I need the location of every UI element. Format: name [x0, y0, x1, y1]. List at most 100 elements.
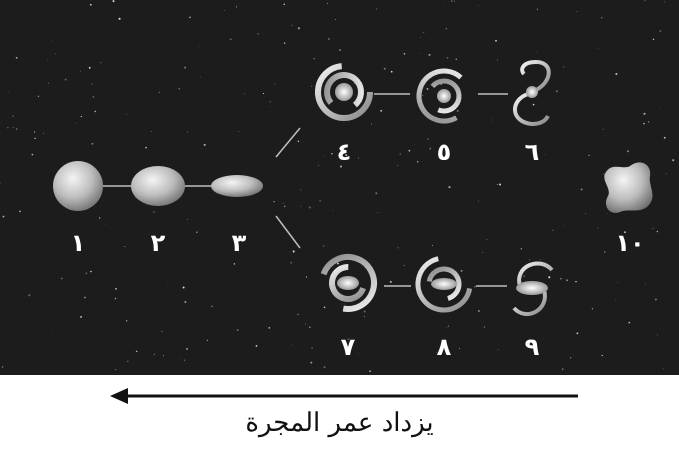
star	[105, 223, 106, 225]
star	[563, 66, 565, 68]
star	[453, 0, 455, 2]
star	[436, 351, 438, 353]
star	[377, 212, 379, 214]
star	[269, 106, 271, 107]
star	[300, 205, 302, 207]
star	[180, 358, 182, 360]
star	[297, 27, 300, 30]
star	[91, 83, 93, 85]
star	[153, 353, 155, 355]
star	[496, 184, 498, 185]
star	[292, 250, 295, 253]
label-galaxy-6: ٦	[525, 138, 540, 166]
star	[456, 109, 459, 112]
star	[482, 252, 483, 254]
star	[88, 66, 91, 69]
star	[426, 87, 429, 90]
star	[47, 82, 49, 84]
star	[544, 154, 546, 155]
label-galaxy-1: ١	[71, 229, 86, 257]
star	[274, 83, 276, 85]
star	[19, 210, 21, 213]
star	[283, 42, 286, 44]
star	[628, 321, 631, 324]
star	[291, 24, 293, 26]
star	[51, 40, 53, 42]
star	[413, 143, 415, 145]
star	[12, 115, 14, 117]
star	[80, 315, 83, 318]
star	[601, 354, 603, 357]
star	[60, 277, 63, 280]
star	[455, 58, 458, 60]
star	[64, 78, 67, 81]
star	[445, 28, 448, 30]
star	[153, 211, 155, 213]
star	[233, 263, 236, 265]
star	[584, 213, 587, 215]
star	[313, 58, 315, 60]
galaxy-6-spiral	[513, 59, 551, 127]
star	[459, 348, 461, 349]
star	[448, 186, 451, 189]
star	[375, 8, 378, 10]
star	[446, 56, 449, 59]
star	[236, 329, 239, 331]
star	[432, 245, 433, 247]
star	[442, 145, 444, 148]
star	[233, 236, 235, 237]
star	[338, 49, 341, 52]
star	[297, 140, 300, 143]
star	[273, 201, 275, 203]
star	[89, 3, 92, 6]
star	[563, 224, 565, 226]
star	[114, 13, 115, 15]
star	[428, 53, 431, 56]
star	[474, 286, 476, 288]
star	[477, 309, 480, 313]
star	[34, 131, 36, 133]
star	[115, 368, 117, 371]
star	[654, 298, 657, 301]
star	[158, 91, 160, 93]
star	[182, 286, 185, 289]
star	[200, 76, 202, 78]
star	[540, 259, 541, 261]
caption-galaxy-age: يزداد عمر المجرة	[245, 408, 434, 438]
star	[31, 153, 34, 156]
star	[90, 270, 92, 273]
star	[358, 353, 359, 355]
star	[324, 155, 325, 156]
star	[229, 38, 232, 41]
star	[397, 165, 399, 166]
star	[124, 246, 126, 248]
star	[98, 217, 101, 219]
star	[659, 30, 662, 33]
galaxy-10-irregular	[604, 162, 653, 213]
galaxy-9-barred-spiral	[512, 261, 554, 316]
star	[478, 5, 479, 6]
star	[444, 2, 445, 4]
star	[283, 205, 286, 208]
star	[536, 8, 539, 10]
starfield	[0, 0, 675, 375]
star	[145, 146, 147, 149]
star	[560, 277, 562, 280]
star	[520, 248, 522, 250]
star	[184, 66, 187, 69]
age-arrow-head	[110, 388, 128, 404]
star	[244, 93, 246, 95]
star	[363, 315, 365, 317]
star	[389, 280, 392, 283]
star	[91, 142, 94, 145]
galaxy-5-spiral	[416, 68, 472, 124]
age-arrow	[110, 388, 578, 404]
star	[43, 132, 44, 134]
star	[198, 46, 200, 47]
star	[37, 95, 40, 98]
star	[323, 306, 326, 309]
star	[186, 131, 189, 133]
label-galaxy-10: ١٠	[615, 229, 644, 257]
star	[626, 150, 629, 153]
star	[2, 215, 5, 218]
